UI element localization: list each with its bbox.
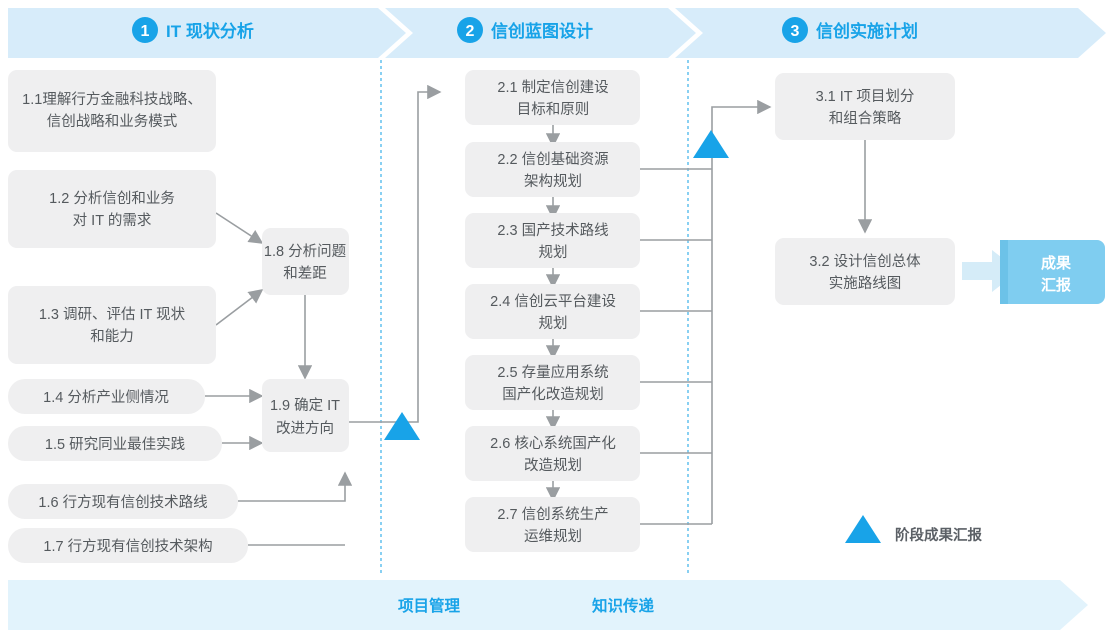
box-2-2-line2: 架构规划	[524, 173, 582, 190]
box-1-7-line1: 1.7 行方现有信创技术架构	[43, 538, 212, 555]
box-1-4-line1: 1.4 分析产业侧情况	[43, 389, 169, 406]
box-2-4-line1: 2.4 信创云平台建设	[490, 293, 616, 310]
box-1-8-line1: 1.8 分析问题	[264, 243, 346, 260]
result-line2: 汇报	[1041, 277, 1071, 294]
box-2-2[interactable]: 2.2 信创基础资源 架构规划	[465, 142, 640, 197]
box-1-2[interactable]: 1.2 分析信创和业务 对 IT 的需求	[8, 170, 216, 248]
box-2-1-line2: 目标和原则	[517, 101, 590, 118]
connectors-phase1	[205, 84, 442, 546]
box-2-7-line1: 2.7 信创系统生产	[497, 506, 608, 523]
result-line1: 成果	[1041, 254, 1072, 272]
box-2-6-line2: 改造规划	[524, 457, 582, 474]
box-2-2-line1: 2.2 信创基础资源	[497, 151, 609, 168]
box-2-5-line1: 2.5 存量应用系统	[497, 363, 608, 381]
box-1-7[interactable]: 1.7 行方现有信创技术架构	[8, 528, 248, 563]
box-2-4-line2: 规划	[539, 315, 568, 332]
footer-item-1: 知识传递	[592, 596, 655, 615]
result-box[interactable]: 成果 汇报	[1000, 240, 1105, 304]
legend-label: 阶段成果汇报	[895, 526, 982, 544]
box-2-4[interactable]: 2.4 信创云平台建设 规划	[465, 284, 640, 339]
box-2-5-line2: 国产化改造规划	[502, 386, 604, 403]
box-3-1-line1: 3.1 IT 项目划分	[816, 88, 915, 105]
box-1-1[interactable]: 1.1理解行方金融科技战略、 信创战略和业务模式	[8, 70, 216, 152]
phase-band-3: 3 信创实施计划	[675, 8, 1106, 58]
box-3-2-line1: 3.2 设计信创总体	[809, 253, 921, 270]
box-1-9-line1: 1.9 确定 IT	[270, 397, 340, 414]
box-1-5-line1: 1.5 研究同业最佳实践	[45, 436, 185, 453]
box-1-3-line1: 1.3 调研、评估 IT 现状	[39, 306, 186, 323]
legend-triangle-icon	[845, 515, 881, 543]
phase-number-2: 2	[466, 23, 475, 40]
box-2-3-line2: 规划	[539, 244, 568, 261]
box-2-3[interactable]: 2.3 国产技术路线 规划	[465, 213, 640, 268]
legend: 阶段成果汇报	[845, 515, 982, 544]
box-1-9[interactable]: 1.9 确定 IT 改进方向	[262, 379, 349, 452]
box-3-2-line2: 实施路线图	[829, 275, 902, 292]
box-2-5[interactable]: 2.5 存量应用系统 国产化改造规划	[465, 355, 640, 410]
box-1-8[interactable]: 1.8 分析问题 和差距	[262, 228, 349, 295]
connector-bus-phase2-to-3	[640, 99, 772, 525]
phase-label-3: 信创实施计划	[816, 21, 918, 41]
box-2-7-line2: 运维规划	[524, 528, 582, 545]
phase-number-badge-1	[132, 17, 158, 43]
phase-band-2: 2 信创蓝图设计	[385, 8, 696, 58]
box-1-6-line1: 1.6 行方现有信创技术路线	[38, 494, 207, 511]
box-1-3[interactable]: 1.3 调研、评估 IT 现状 和能力	[8, 286, 216, 364]
box-3-1[interactable]: 3.1 IT 项目划分 和组合策略	[775, 73, 955, 140]
box-2-6[interactable]: 2.6 核心系统国产化 改造规划	[465, 426, 640, 481]
box-1-1-line2: 信创战略和业务模式	[47, 113, 178, 130]
box-2-1[interactable]: 2.1 制定信创建设 目标和原则	[465, 70, 640, 125]
phase-label-2: 信创蓝图设计	[491, 21, 593, 41]
phase-band-1: 1 IT 现状分析	[8, 8, 406, 58]
footer-band: 项目管理 知识传递	[8, 580, 1088, 630]
box-1-2-line1: 1.2 分析信创和业务	[49, 190, 175, 207]
box-1-2-line2: 对 IT 的需求	[73, 212, 152, 229]
box-3-1-line2: 和组合策略	[829, 110, 902, 127]
box-1-1-line1: 1.1理解行方金融科技战略、	[22, 91, 202, 108]
box-1-3-line2: 和能力	[90, 328, 134, 345]
phase-number-badge-2	[457, 17, 483, 43]
box-2-7[interactable]: 2.7 信创系统生产 运维规划	[465, 497, 640, 552]
milestone-triangle-icon-phase2	[693, 130, 729, 158]
box-1-4[interactable]: 1.4 分析产业侧情况	[8, 379, 205, 414]
box-3-2[interactable]: 3.2 设计信创总体 实施路线图	[775, 238, 955, 305]
phase-label-1: IT 现状分析	[166, 21, 254, 41]
box-1-8-line2: 和差距	[283, 265, 327, 282]
milestone-triangle-icon-phase1	[384, 412, 420, 440]
phase-number-3: 3	[791, 23, 800, 40]
box-1-9-line2: 改进方向	[276, 420, 334, 437]
box-1-5[interactable]: 1.5 研究同业最佳实践	[8, 426, 222, 461]
box-2-3-line1: 2.3 国产技术路线	[497, 222, 608, 239]
footer-item-0: 项目管理	[398, 596, 461, 615]
box-2-1-line1: 2.1 制定信创建设	[497, 79, 608, 96]
box-2-6-line1: 2.6 核心系统国产化	[490, 435, 616, 452]
phase-number-badge-3	[782, 17, 808, 43]
box-1-6[interactable]: 1.6 行方现有信创技术路线	[8, 484, 238, 519]
phase-number-1: 1	[141, 23, 150, 40]
